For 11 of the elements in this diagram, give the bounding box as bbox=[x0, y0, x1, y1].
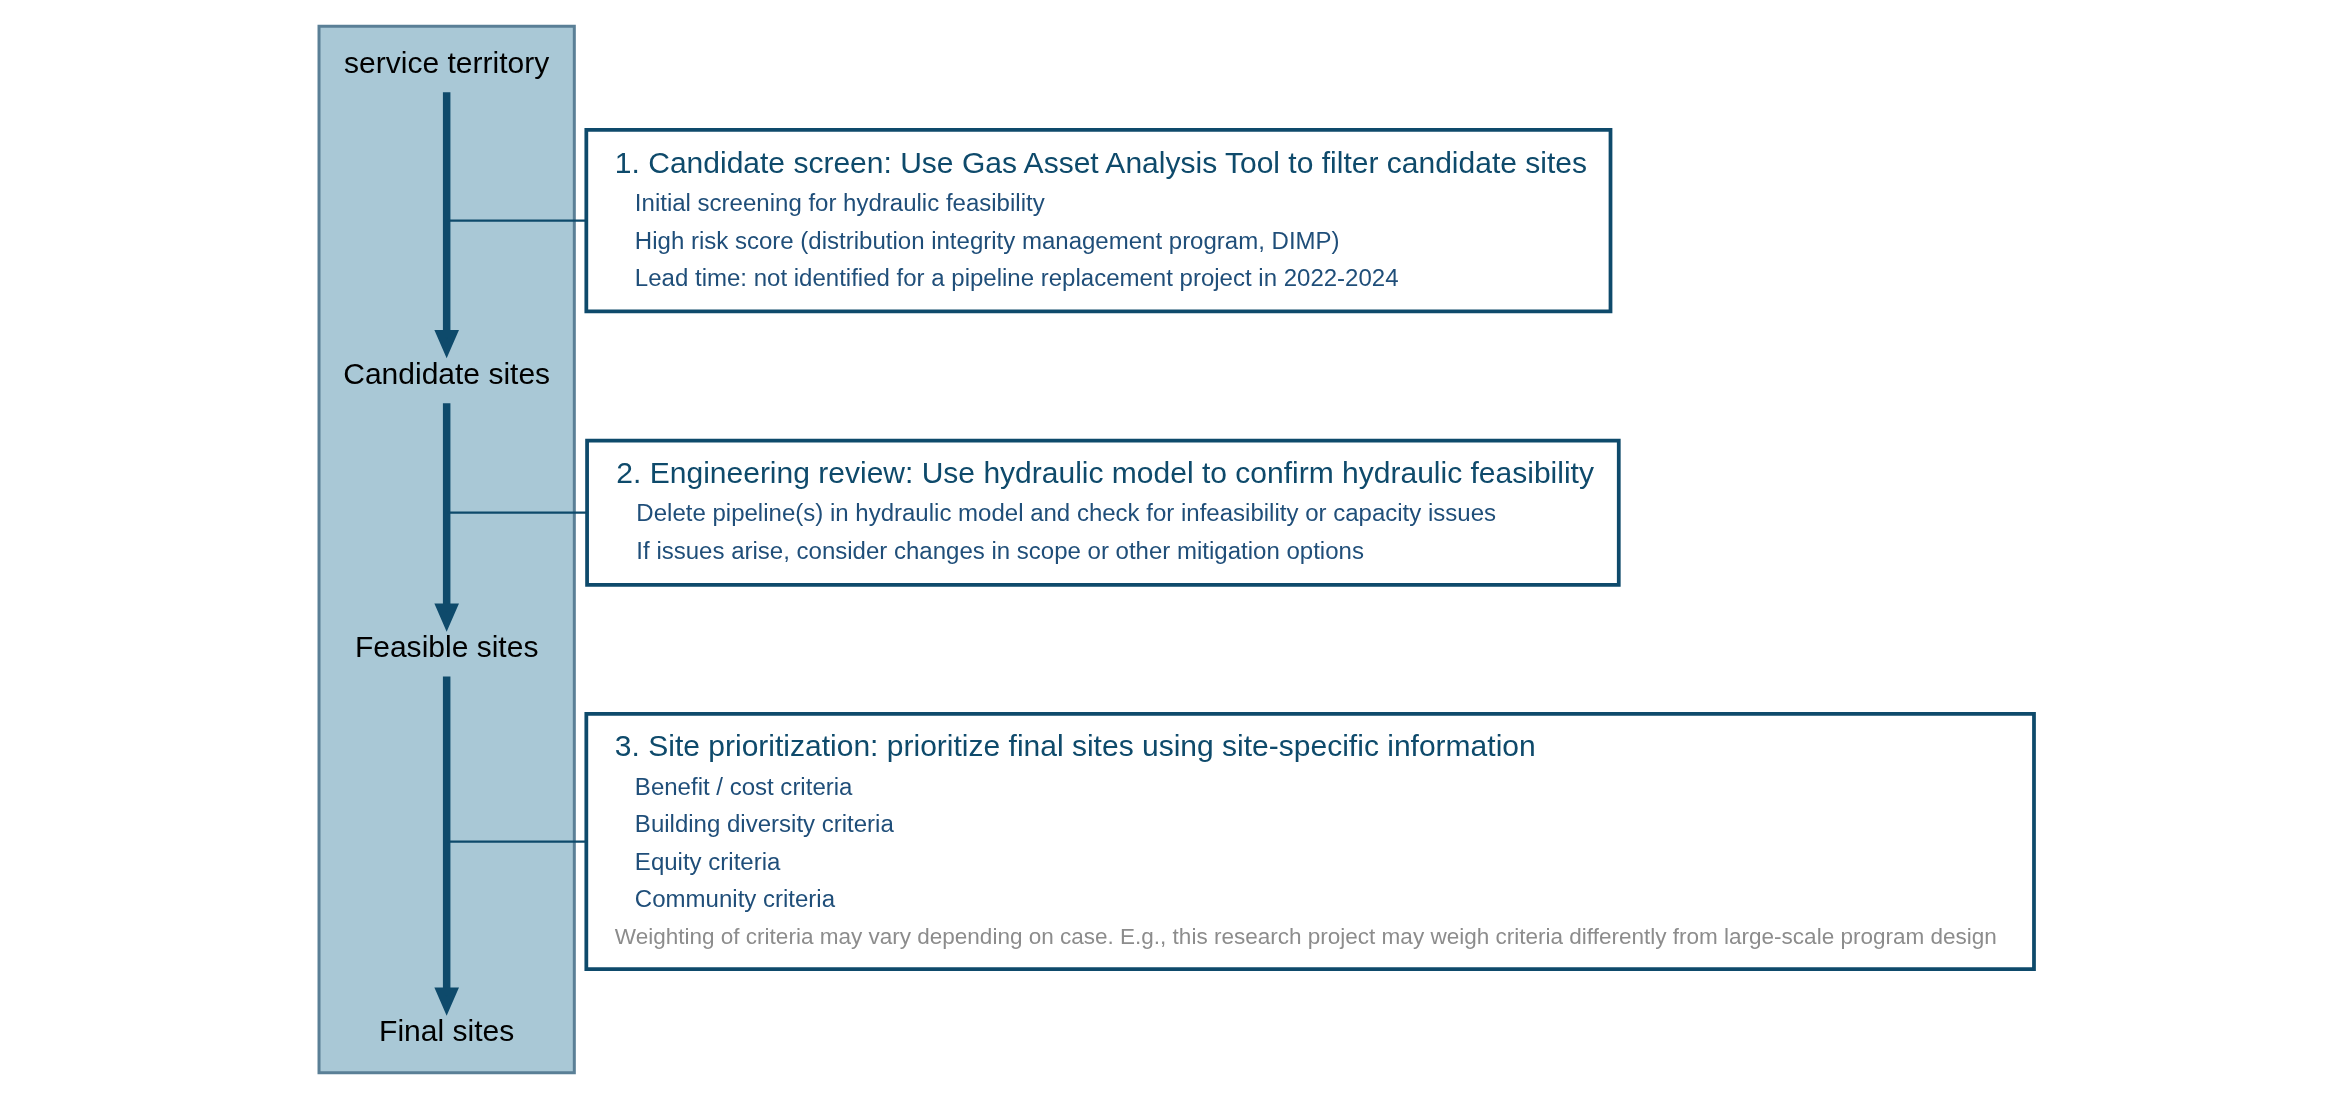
connector bbox=[447, 511, 587, 514]
cluster bbox=[317, 24, 576, 1075]
node-text: Candidate sites bbox=[343, 356, 551, 390]
node-text: Final sites bbox=[379, 1014, 515, 1048]
node-box: 2. Engineering review: Use hydraulic model to confirm hydraulic feasibility Delete pipeline(s) in hydraulic model and check for infeasibility or capacity issues If issues arise, consider changes in scope or other mitigation options bbox=[585, 438, 1621, 587]
node-box: 3. Site prioritization: prioritize final sites using site-specific information Benefit / cost criteria Building diversity criteria Equity criteria Community criteria Weighting of criteria may vary depending on case. E.g., this research project may weigh criteria differently from large-scale program design bbox=[584, 712, 2036, 972]
node-box: 1. Candidate screen: Use Gas Asset Analysis Tool to filter candidate sites Initial screening for hydraulic feasibility High risk score (distribution integrity management program, DIMP) Lead time: not identified for a pipeline replacement project in 2022-2024 bbox=[584, 127, 1613, 314]
node-text: Feasible sites bbox=[354, 629, 539, 663]
connector bbox=[447, 219, 586, 222]
connector bbox=[447, 840, 587, 843]
node-text: service territory bbox=[344, 45, 550, 79]
